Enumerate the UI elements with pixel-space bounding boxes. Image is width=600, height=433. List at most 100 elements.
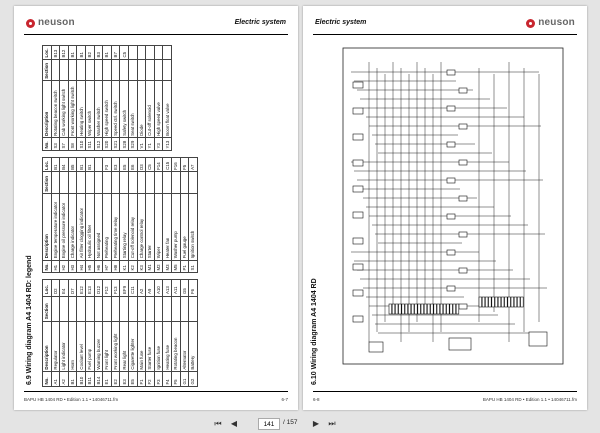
table-cell: Cut-off solenoid [145,80,155,138]
table-header-cell: No. [42,137,52,151]
table-cell [162,171,172,194]
table-cell: K1 [119,260,129,273]
next-page-button[interactable]: ▶ [312,419,320,428]
table-cell: B13 [51,45,60,60]
table-cell: A7 [188,157,198,172]
component-symbol [501,296,505,308]
component-symbol [352,107,364,115]
table-cell: Ignition fuse [154,321,163,372]
component-symbol [352,211,364,219]
component-symbol [446,213,456,220]
component-symbol [398,303,402,315]
table-cell: Safety switch [119,80,129,138]
component-symbol [497,296,502,308]
table-cell: M2 [154,260,163,273]
table-header-cell: Loc. [42,45,52,60]
table-cell: Washer switch [94,80,103,138]
table-cell [85,59,95,81]
table-cell: EF9 [119,279,129,297]
table-cell: Starter [145,193,155,261]
table-cell: B10 [76,371,86,387]
table-cell [111,59,120,81]
table-cell: Cut-off solenoid relay [128,193,138,261]
table-cell: E1 [102,371,112,387]
table-cell: C11 [128,279,138,297]
page-number: 6-7 [281,397,288,402]
table-cell: G1 [180,371,189,387]
table-cell: G5 [180,279,189,297]
table-cell: B5 [68,157,77,172]
component-symbol [417,303,421,315]
table-cell [128,296,138,322]
table-cell: S10 [76,137,86,151]
table-cell: High speed valve [154,80,163,138]
table-cell: E13 [85,279,95,297]
table-cell: Y1 [145,137,155,151]
table-cell: Engine temperature indicator [51,193,60,261]
page-number-input[interactable] [258,418,280,430]
table-cell: Ignition switch [188,193,198,261]
component-symbol [520,296,524,308]
page-number: 6-8 [313,397,320,402]
first-page-button[interactable]: ⏮ [214,419,222,428]
component-symbol [404,303,408,315]
table-cell [68,171,77,194]
table-cell [85,171,95,194]
component-symbol [488,296,492,308]
table-cell [154,171,163,194]
component-symbol [352,315,364,323]
table-cell [128,59,138,81]
table-header-cell: Loc. [42,279,52,297]
component-symbol [458,159,468,166]
table-cell: S20 [102,137,112,151]
footer-rule [24,391,288,392]
table-cell [94,296,103,322]
component-symbol [420,303,424,315]
table-cell: Wiper switch [85,80,95,138]
page-header: Electric system neuson [313,16,577,32]
page-left: neuson Electric system 6.9 Wiring diagra… [14,6,298,410]
table-cell: D3 [137,157,146,172]
table-header-cell: Description [42,193,52,261]
last-page-button[interactable]: ⏭ [328,419,336,428]
table-cell: Hydraulic oil filter [85,193,95,261]
component-symbol [458,303,468,310]
table-cell [76,59,86,81]
table-cell: H1 [51,260,60,273]
component-symbol [446,177,456,184]
component-symbol [423,303,428,315]
component-symbol [481,296,486,308]
table-cell [180,171,189,194]
component-symbol [507,296,511,308]
table-cell: S7 [59,137,69,151]
component-symbol [443,303,447,315]
table-cell: Main fuse [137,321,146,372]
table-cell: Charge control relay [137,193,146,261]
table-cell [180,296,189,322]
previous-page-button[interactable]: ◀ [230,419,238,428]
table-cell: B14 [94,371,103,387]
table-cell: Cab working light switch [59,80,69,138]
component-symbol [368,341,384,353]
table-cell: A13 [162,279,172,297]
table-cell: C5 [145,157,155,172]
table-cell: F12 [102,279,112,297]
component-symbol [352,81,364,89]
footer-rule [313,391,577,392]
table-cell: M1 [145,260,155,273]
table-cell [162,59,172,81]
